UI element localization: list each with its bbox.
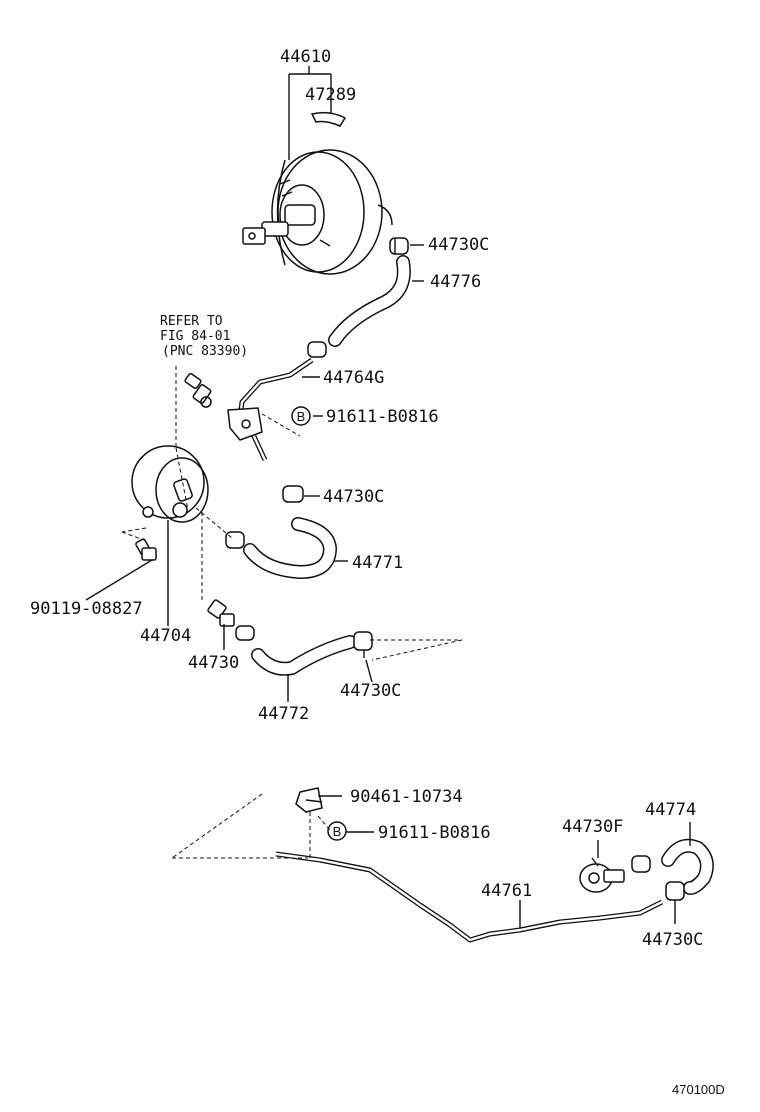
label-44730c-bottom: 44730C: [642, 930, 703, 950]
reference-line-1: REFER TO: [160, 314, 223, 329]
clip-44730c-low: [353, 631, 373, 658]
clip-44730c-top: [389, 237, 409, 255]
label-91611-b0816-upper: 91611-B0816: [326, 407, 439, 427]
dashed-lines: [121, 366, 463, 859]
booster-gasket: [310, 111, 347, 127]
label-44730c-low: 44730C: [340, 681, 401, 701]
connector-44730f: [579, 857, 625, 893]
label-44764g: 44764G: [323, 368, 384, 388]
clip-44730c-bottom: [665, 881, 685, 901]
label-44730: 44730: [188, 653, 239, 673]
hose-44772: [251, 635, 357, 676]
label-90461-10734: 90461-10734: [350, 787, 463, 807]
leader-lines: [85, 66, 691, 928]
vacuum-pipe-44761: [275, 851, 664, 943]
label-44704: 44704: [140, 626, 191, 646]
reference-line-2: FIG 84-01: [160, 329, 230, 344]
label-44610: 44610: [280, 47, 331, 67]
hose-44774: [661, 838, 714, 895]
clip-near-hose-44771: [225, 531, 245, 549]
label-44730c-top: 44730C: [428, 235, 489, 255]
bolt-marker-b-upper: B: [291, 406, 311, 426]
bolt-marker-b-lower: B: [327, 821, 347, 841]
label-44730f: 44730F: [562, 817, 623, 837]
reference-line-3: (PNC 83390): [162, 344, 248, 359]
clip-near-check-valve: [307, 341, 327, 358]
label-44776: 44776: [430, 272, 481, 292]
label-44771: 44771: [352, 553, 403, 573]
hose-44776: [328, 255, 411, 347]
label-90119-08827: 90119-08827: [30, 599, 143, 619]
vacuum-tank-44704: [131, 445, 209, 523]
brake-booster-assembly: [242, 149, 393, 275]
bolt-marker-b-upper-label: B: [297, 409, 306, 424]
check-valve-pipe-44764g: [227, 357, 314, 462]
clip-44730f-side: [631, 855, 651, 873]
clip-44730c-mid: [282, 485, 304, 503]
label-91611-b0816-lower: 91611-B0816: [378, 823, 491, 843]
label-44730c-mid: 44730C: [323, 487, 384, 507]
label-44772: 44772: [258, 704, 309, 724]
tank-bolt-90119: [135, 538, 157, 561]
label-44761: 44761: [481, 881, 532, 901]
pipe-clamp-90461: [295, 787, 323, 813]
vacuum-switch: [184, 372, 212, 408]
hose-44771: [243, 517, 338, 580]
figure-code: 470100D: [672, 1082, 725, 1097]
union-fitting-44730: [207, 599, 255, 641]
bolt-marker-b-lower-label: B: [333, 824, 342, 839]
label-44774: 44774: [645, 800, 696, 820]
label-47289: 47289: [305, 85, 356, 105]
